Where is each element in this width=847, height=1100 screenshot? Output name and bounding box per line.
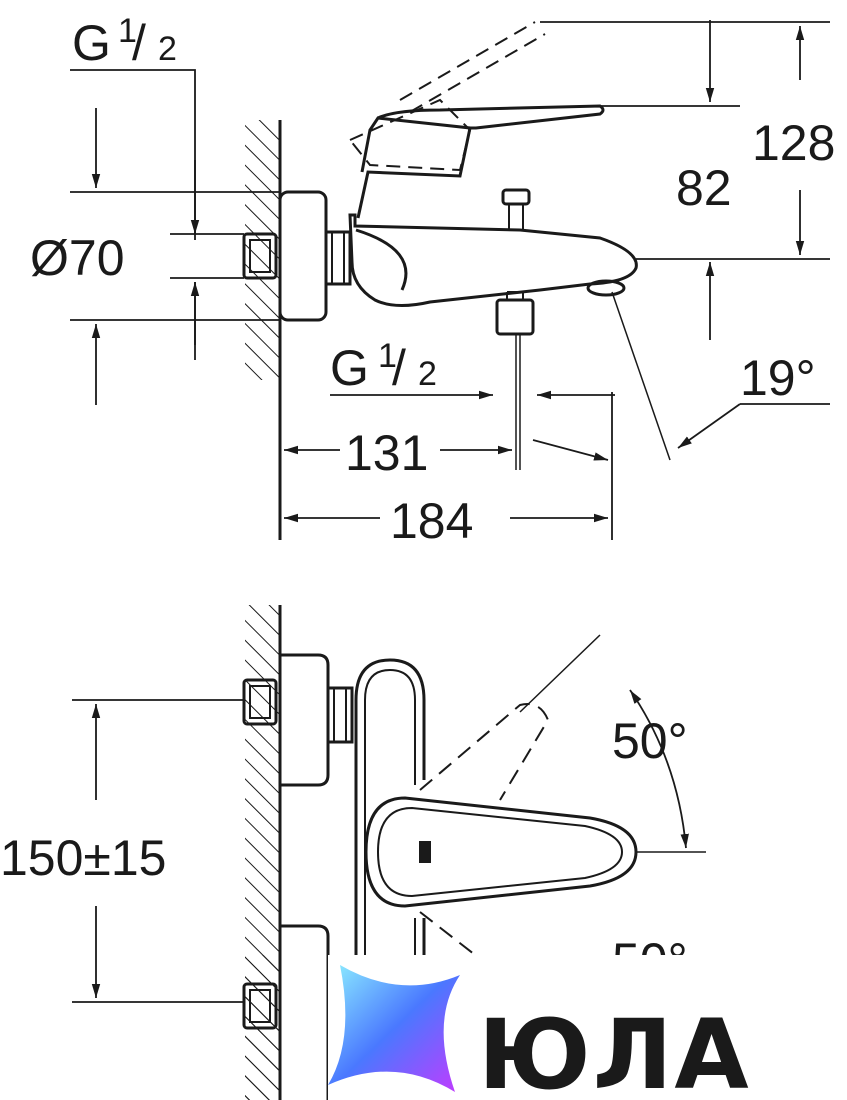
lever-indicator	[420, 842, 430, 862]
svg-text:/: /	[392, 340, 406, 396]
side-view	[244, 22, 670, 540]
logo-star-icon	[328, 965, 460, 1092]
wall-flange-top	[280, 655, 328, 785]
side-view-labels: G 1 / 2 Ø70 G 1 / 2 131 184 82 128 19°	[30, 12, 835, 549]
eccentric-connector	[326, 232, 350, 284]
shower-outlet	[497, 300, 533, 334]
label-diameter: Ø70	[30, 230, 125, 286]
label-thread-outlet-den: 2	[418, 355, 437, 393]
label-thread-outlet: G	[330, 340, 369, 396]
label-dim-184: 184	[390, 493, 473, 549]
top-view-labels: 50° 150±15 50°	[0, 713, 688, 989]
label-dim-82: 82	[676, 160, 732, 216]
label-dim-150: 150±15	[0, 830, 166, 886]
dimensions-top	[72, 690, 689, 1002]
label-thread-top: G	[72, 15, 111, 71]
lever-top	[366, 798, 636, 906]
wall-flange	[280, 192, 326, 320]
label-dim-128: 128	[752, 115, 835, 171]
inlet-nut-upper	[244, 680, 276, 724]
mixer-body-top	[356, 660, 424, 1100]
inlet-nut-side	[244, 234, 276, 278]
label-angle-19: 19°	[740, 350, 816, 406]
label-dim-131: 131	[345, 425, 428, 481]
logo-text: ЮЛА	[478, 999, 751, 1100]
label-angle-50-top: 50°	[612, 713, 688, 769]
lever-side	[378, 106, 603, 128]
spout-aerator	[588, 281, 624, 295]
yula-logo: ЮЛА	[328, 965, 751, 1100]
diverter-knob	[503, 190, 529, 204]
wall-side	[245, 120, 280, 540]
label-thread-top-den: 2	[158, 30, 177, 68]
label-thread-outlet-num: 1	[378, 337, 397, 375]
dimensions-side	[70, 20, 830, 540]
label-thread-top-num: 1	[118, 12, 137, 50]
svg-text:/: /	[132, 15, 146, 71]
